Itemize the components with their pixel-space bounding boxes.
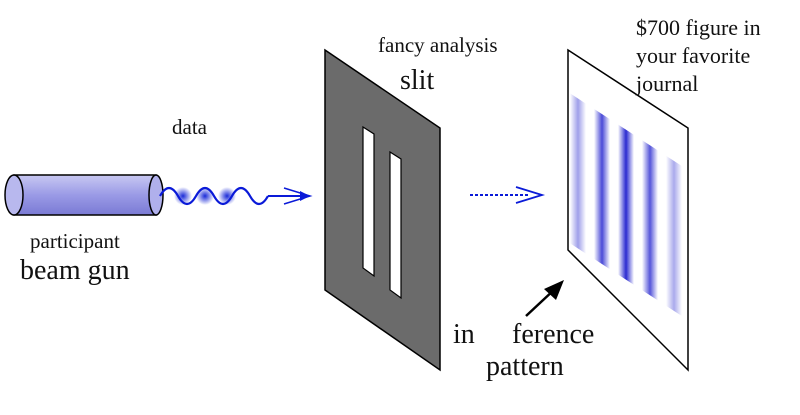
fringe-band [594,108,610,270]
slit-plate-icon [324,48,441,372]
participant-label: participant [30,229,120,253]
fringe-band [618,124,634,285]
pattern-label: pattern [486,351,564,382]
fancy-analysis-label: fancy analysis [378,33,498,57]
journal-label: $700 figure in your favorite journal [636,14,800,98]
beam-gun-icon [4,174,164,216]
journal-label-line-3: journal [636,71,699,96]
fringe-band [642,140,658,301]
interference-in-label: in [453,319,475,350]
fringe-band [666,155,682,317]
screen-icon [567,48,689,372]
dotted-arrow-icon [470,186,546,204]
beam-gun-label: beam gun [20,255,130,286]
data-label: data [172,115,207,139]
interference-ference-label: ference [512,319,595,350]
pointer-arrow-icon [525,280,564,317]
journal-label-line-2: your favorite [636,43,751,68]
slit-label: slit [400,65,435,96]
fringe-band [570,93,586,254]
journal-label-line-1: $700 figure in [636,15,761,40]
wave-packet-icon [159,186,313,206]
